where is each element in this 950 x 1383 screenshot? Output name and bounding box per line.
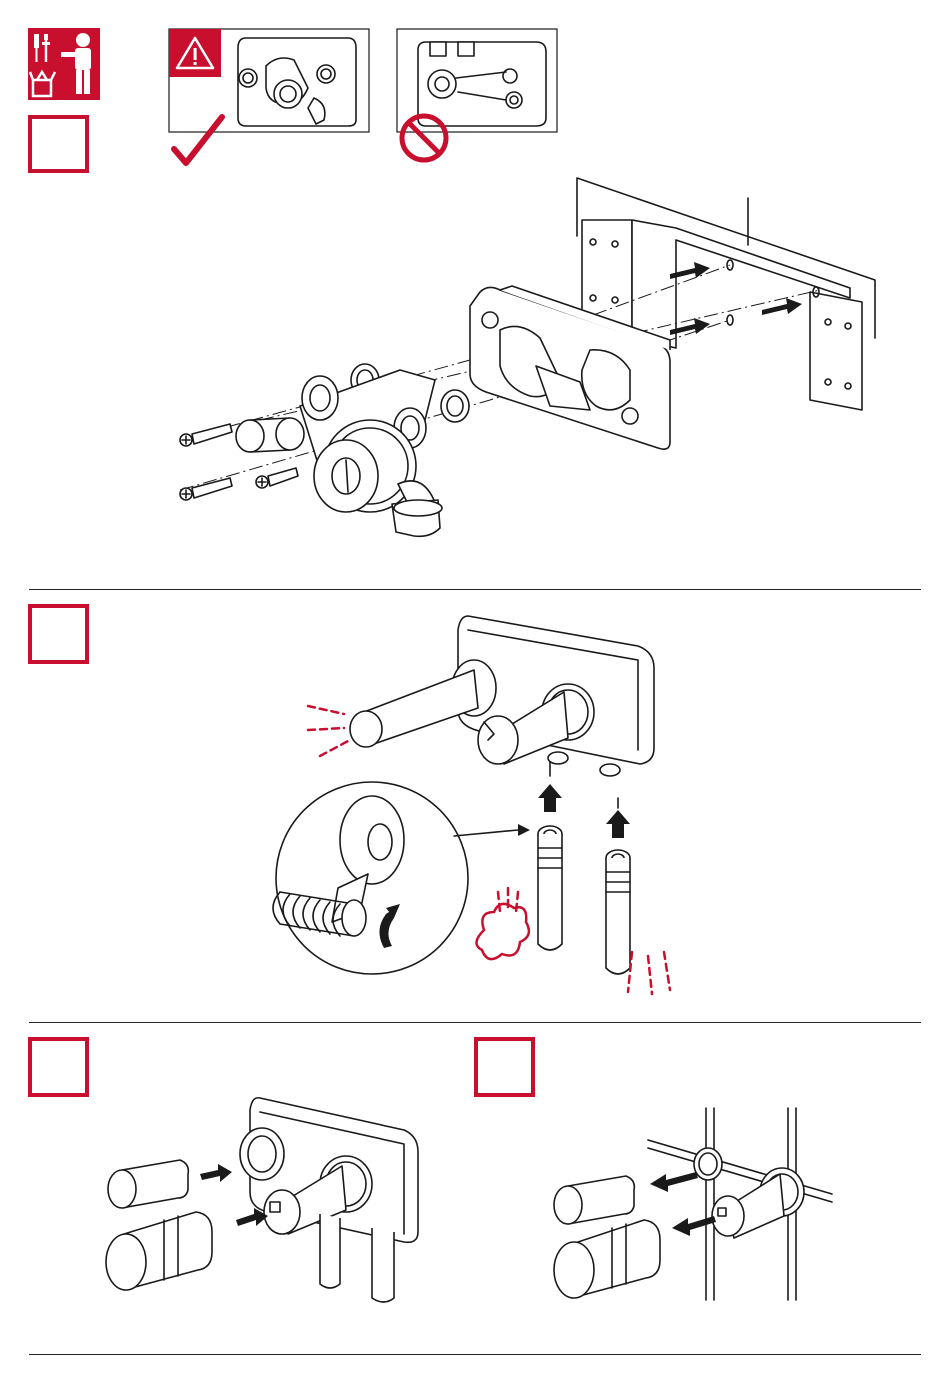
exploded-assembly-diagram — [170, 170, 890, 550]
plug-removal-diagram — [556, 1104, 836, 1300]
step-marker-4 — [474, 1037, 535, 1097]
checkmark-icon — [172, 115, 224, 167]
divider-3 — [29, 1354, 921, 1355]
step-marker-3 — [28, 1037, 89, 1097]
screw-3 — [256, 468, 298, 488]
divider-2 — [29, 1022, 921, 1023]
installer-tools-icon — [28, 28, 100, 100]
screw-1 — [180, 424, 232, 446]
divider-1 — [29, 589, 921, 590]
prohibited-icon — [398, 112, 450, 164]
flushing-diagram — [268, 612, 688, 1007]
step-marker-2 — [28, 604, 89, 664]
plug-insert-diagram — [104, 1094, 424, 1310]
warning-triangle-icon — [169, 29, 221, 77]
step-marker-1 — [28, 115, 89, 173]
screw-2 — [180, 478, 232, 500]
